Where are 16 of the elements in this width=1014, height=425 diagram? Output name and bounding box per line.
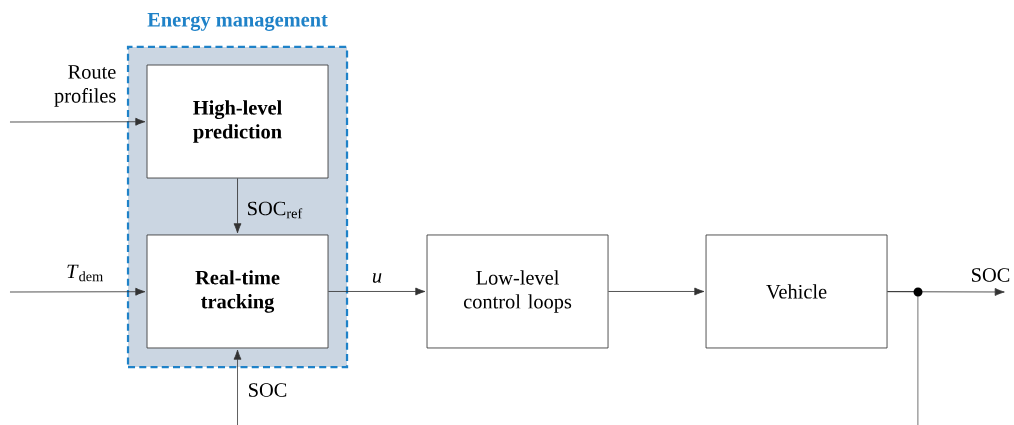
process-box: Vehicle xyxy=(705,234,888,349)
arrow xyxy=(9,287,146,296)
process-box: High-level prediction xyxy=(146,64,329,179)
arrow xyxy=(608,287,705,296)
node-label: Energy management xyxy=(147,13,328,31)
edge-label: SOC$_{ref}$ xyxy=(248,201,303,219)
process-box: Low-level control loops xyxy=(426,234,609,349)
edge-label: Route profiles xyxy=(54,65,116,107)
arrow xyxy=(328,287,426,296)
arrow xyxy=(9,117,146,126)
edge-label: T$_{dem}$ xyxy=(67,264,103,282)
process-box: Real-time tracking xyxy=(146,234,329,349)
edge-label: u xyxy=(372,273,382,283)
arrow xyxy=(233,178,242,234)
edge-label: SOC xyxy=(972,268,1010,282)
edge-label: SOC xyxy=(249,383,287,397)
